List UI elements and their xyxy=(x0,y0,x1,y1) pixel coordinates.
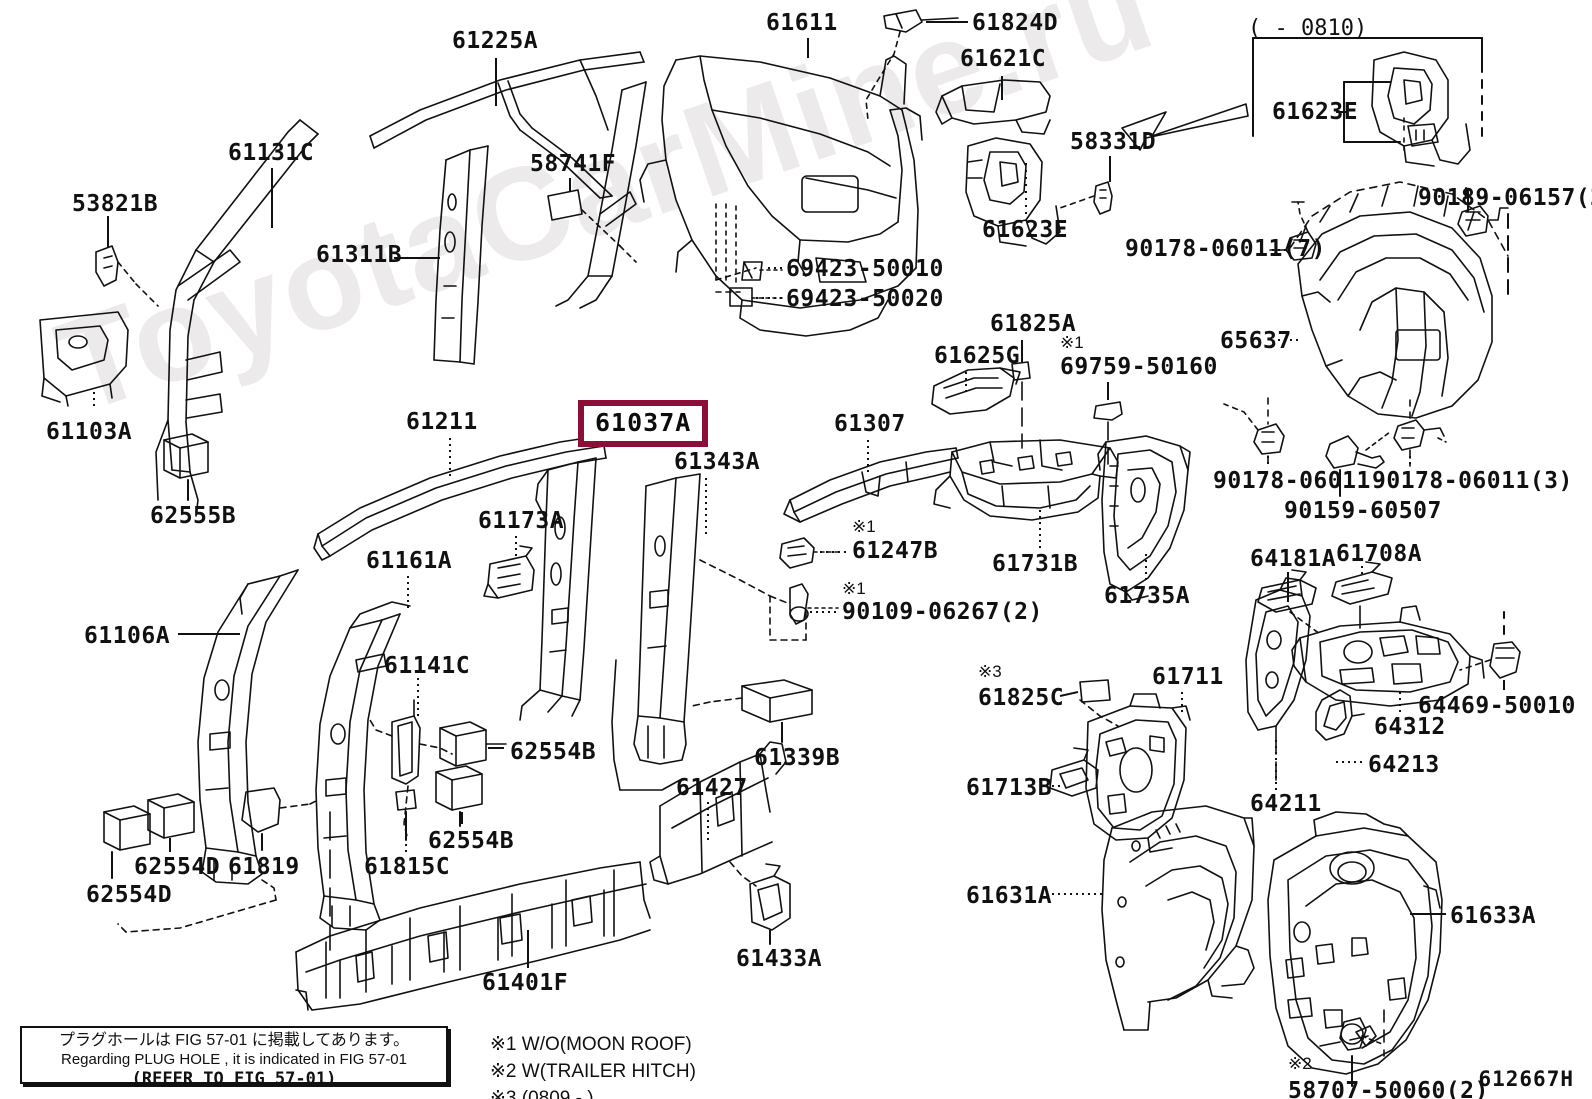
part-label-90178-06011-7[interactable]: 90178-06011(7) xyxy=(1125,236,1326,262)
legend-item-2: ※2 W(TRAILER HITCH) xyxy=(490,1060,696,1082)
part-label-62554B-1[interactable]: 62554B xyxy=(510,739,597,765)
part-label-90109-06267[interactable]: 90109-06267(2) xyxy=(842,599,1043,625)
part-label-62554D-2[interactable]: 62554D xyxy=(86,882,173,908)
part-label-61711[interactable]: 61711 xyxy=(1152,664,1224,690)
part-label-64312[interactable]: 64312 xyxy=(1374,714,1446,740)
part-label-58707-50060[interactable]: 58707-50060(2) xyxy=(1288,1078,1489,1099)
part-label-61623E-right[interactable]: 61623E xyxy=(1272,99,1359,125)
part-label-61625G[interactable]: 61625G xyxy=(934,343,1021,369)
part-label-61307[interactable]: 61307 xyxy=(834,411,906,437)
plug-hole-note-box: プラグホールは FIG 57-01 に掲載してあります。 Regarding P… xyxy=(20,1026,448,1089)
part-label-61343A[interactable]: 61343A xyxy=(674,449,761,475)
part-label-61103A[interactable]: 61103A xyxy=(46,419,133,445)
footnote-mark-61247B: ※1 xyxy=(852,517,876,536)
watermark-text: ToyotaCarMine.ru xyxy=(40,0,1171,441)
part-label-90189-06157[interactable]: 90189-06157(2) xyxy=(1418,185,1592,211)
note-line-reference: (REFER TO FIG 57-01) xyxy=(131,1069,337,1089)
part-label-61735A[interactable]: 61735A xyxy=(1104,583,1191,609)
part-label-61211[interactable]: 61211 xyxy=(406,409,478,435)
part-label-65637[interactable]: 65637 xyxy=(1220,328,1292,354)
date-range-caption: ( - 0810) xyxy=(1248,16,1368,41)
part-label-69423-50010[interactable]: 69423-50010 xyxy=(786,256,944,282)
footnote-legend: ※1 W/O(MOON ROOF) ※2 W(TRAILER HITCH) ※3… xyxy=(490,1032,696,1099)
part-label-61141C[interactable]: 61141C xyxy=(384,653,471,679)
footnote-mark-61825C: ※3 xyxy=(978,662,1002,681)
footnote-mark-90109: ※1 xyxy=(842,579,866,598)
part-label-64469-50010[interactable]: 64469-50010 xyxy=(1418,693,1576,719)
part-label-69423-50020[interactable]: 69423-50020 xyxy=(786,286,944,312)
part-label-53821B[interactable]: 53821B xyxy=(72,191,159,217)
part-label-61621C[interactable]: 61621C xyxy=(960,46,1047,72)
part-label-90159-60507[interactable]: 90159-60507 xyxy=(1284,498,1442,524)
note-line-japanese: プラグホールは FIG 57-01 に掲載してあります。 xyxy=(58,1032,410,1049)
figure-id: 612667H xyxy=(1478,1067,1574,1091)
part-label-61825A[interactable]: 61825A xyxy=(990,311,1077,337)
part-label-61401F[interactable]: 61401F xyxy=(482,970,569,996)
legend-item-3: ※3 (0809 - ) xyxy=(490,1087,594,1099)
part-label-61173A[interactable]: 61173A xyxy=(478,508,565,534)
part-label-61623E-left[interactable]: 61623E xyxy=(982,217,1069,243)
part-label-61819[interactable]: 61819 xyxy=(228,854,300,880)
part-label-61131C[interactable]: 61131C xyxy=(228,140,315,166)
part-label-61161A[interactable]: 61161A xyxy=(366,548,453,574)
part-label-61825C[interactable]: 61825C xyxy=(978,685,1065,711)
part-label-62554B-2[interactable]: 62554B xyxy=(428,828,515,854)
part-label-61633A[interactable]: 61633A xyxy=(1450,903,1537,929)
part-label-61247B[interactable]: 61247B xyxy=(852,538,939,564)
footnote-mark-69759: ※1 xyxy=(1060,333,1084,352)
highlighted-part-label: 61037A xyxy=(595,408,692,437)
part-label-61731B[interactable]: 61731B xyxy=(992,551,1079,577)
part-label-58741F[interactable]: 58741F xyxy=(530,151,617,177)
part-label-90178-06011-3[interactable]: 90178-06011(3) xyxy=(1372,468,1573,494)
part-label-61611[interactable]: 61611 xyxy=(766,10,838,36)
part-label-90178-06011[interactable]: 90178-06011 xyxy=(1213,468,1371,494)
part-label-61815C[interactable]: 61815C xyxy=(364,854,451,880)
part-label-61106A[interactable]: 61106A xyxy=(84,623,171,649)
part-label-61225A[interactable]: 61225A xyxy=(452,28,539,54)
part-label-62554D-1[interactable]: 62554D xyxy=(134,854,221,880)
part-label-58331D[interactable]: 58331D xyxy=(1070,129,1157,155)
part-label-64213[interactable]: 64213 xyxy=(1368,752,1440,778)
part-label-62555B[interactable]: 62555B xyxy=(150,503,237,529)
part-label-64181A[interactable]: 64181A xyxy=(1250,546,1337,572)
part-label-61433A[interactable]: 61433A xyxy=(736,946,823,972)
part-label-61824D[interactable]: 61824D xyxy=(972,10,1059,36)
footnote-mark-58707: ※2 xyxy=(1288,1054,1312,1073)
part-label-61339B[interactable]: 61339B xyxy=(754,745,841,771)
part-label-61427[interactable]: 61427 xyxy=(676,775,748,801)
part-label-64211[interactable]: 64211 xyxy=(1250,791,1322,817)
part-label-61708A[interactable]: 61708A xyxy=(1336,541,1423,567)
part-label-61311B[interactable]: 61311B xyxy=(316,242,403,268)
legend-item-1: ※1 W/O(MOON ROOF) xyxy=(490,1034,692,1055)
note-line-english: Regarding PLUG HOLE , it is indicated in… xyxy=(61,1051,407,1068)
part-label-69759-50160[interactable]: 69759-50160 xyxy=(1060,354,1218,380)
part-label-61631A[interactable]: 61631A xyxy=(966,883,1053,909)
part-label-61713B[interactable]: 61713B xyxy=(966,775,1053,801)
highlighted-part-61037A[interactable]: 61037A xyxy=(578,400,709,447)
